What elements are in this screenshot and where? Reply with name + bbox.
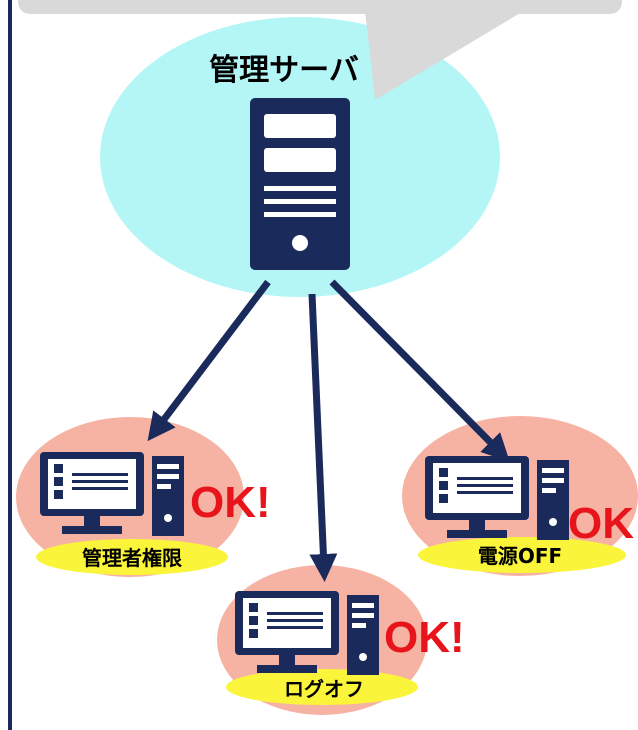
arrow-to-power	[329, 279, 510, 462]
arrows	[147, 279, 510, 582]
ok-badge: OK!	[190, 478, 271, 527]
client-label: 管理者権限	[82, 546, 182, 570]
callout-tail	[365, 10, 525, 100]
arrow-to-admin	[147, 279, 271, 442]
client-label: 電源OFF	[478, 544, 562, 568]
client-power: 電源OFF OK!	[418, 456, 638, 573]
ok-badge: OK!	[384, 613, 465, 662]
client-label: ログオフ	[284, 677, 364, 701]
server-icon	[250, 98, 350, 270]
arrow-to-logoff	[308, 293, 338, 582]
server-label: 管理サーバ	[209, 53, 359, 88]
client-admin: 管理者権限 OK!	[36, 452, 271, 575]
ok-badge: OK!	[568, 499, 638, 548]
frame-left-border	[8, 0, 12, 730]
client-logoff: ログオフ OK!	[226, 591, 465, 705]
client-label-bg	[226, 669, 418, 705]
client-label-bg	[418, 537, 626, 573]
client-label-bg	[36, 539, 228, 575]
